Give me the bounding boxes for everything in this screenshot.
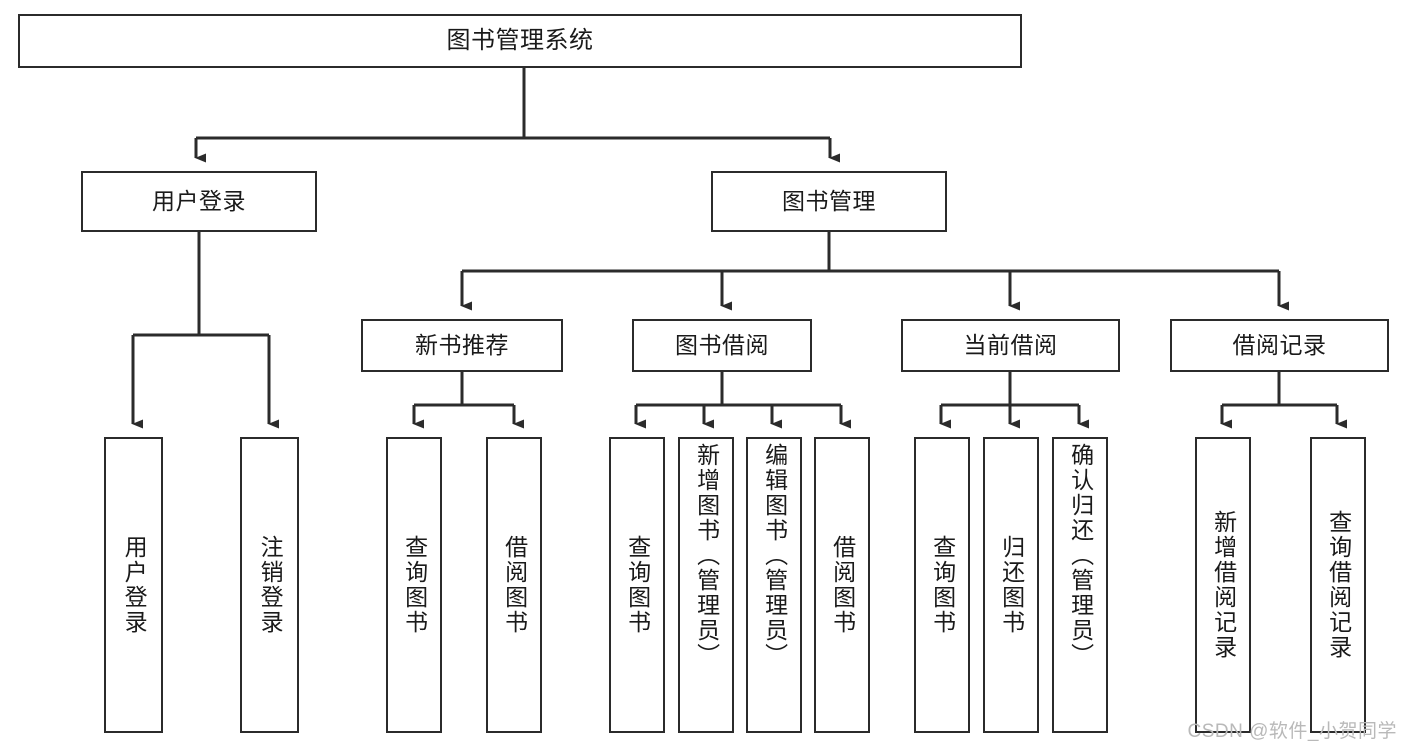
node-leaf-logout[interactable]: 注销登录	[240, 437, 299, 733]
node-leaf-user-login[interactable]: 用户登录	[104, 437, 163, 733]
node-user-login-label: 用户登录	[152, 187, 246, 214]
node-new-book-recommend-label: 新书推荐	[415, 331, 509, 358]
node-leaf-confirm-return-label: 确认归还（管理员）	[1067, 443, 1094, 668]
node-leaf-query-book-1-label: 查询图书	[401, 535, 428, 635]
node-leaf-borrow-book-2[interactable]: 借阅图书	[814, 437, 870, 733]
node-leaf-add-record[interactable]: 新增借阅记录	[1195, 437, 1251, 733]
node-leaf-edit-book-label: 编辑图书（管理员）	[761, 443, 788, 668]
node-leaf-logout-label: 注销登录	[257, 535, 284, 635]
node-book-management[interactable]: 图书管理	[711, 171, 947, 232]
node-leaf-confirm-return[interactable]: 确认归还（管理员）	[1052, 437, 1108, 733]
node-book-borrow[interactable]: 图书借阅	[632, 319, 812, 372]
node-book-borrow-label: 图书借阅	[675, 331, 769, 358]
node-leaf-query-record-label: 查询借阅记录	[1325, 510, 1352, 660]
node-borrow-record[interactable]: 借阅记录	[1170, 319, 1389, 372]
node-leaf-return-book-label: 归还图书	[998, 535, 1025, 635]
node-leaf-borrow-book-1-label: 借阅图书	[501, 535, 528, 635]
node-current-borrow[interactable]: 当前借阅	[901, 319, 1120, 372]
node-leaf-borrow-book-2-label: 借阅图书	[829, 535, 856, 635]
node-leaf-query-book-1[interactable]: 查询图书	[386, 437, 442, 733]
node-leaf-return-book[interactable]: 归还图书	[983, 437, 1039, 733]
node-user-login[interactable]: 用户登录	[81, 171, 317, 232]
node-leaf-add-book-label: 新增图书（管理员）	[693, 443, 720, 668]
node-root-system-label: 图书管理系统	[446, 26, 594, 54]
node-book-management-label: 图书管理	[782, 187, 876, 214]
watermark-text: CSDN @软件_小贺同学	[1187, 721, 1397, 742]
node-leaf-add-record-label: 新增借阅记录	[1210, 510, 1237, 660]
node-new-book-recommend[interactable]: 新书推荐	[361, 319, 563, 372]
node-leaf-query-book-2[interactable]: 查询图书	[609, 437, 665, 733]
node-borrow-record-label: 借阅记录	[1232, 331, 1327, 358]
node-leaf-user-login-label: 用户登录	[121, 535, 148, 635]
node-leaf-add-book[interactable]: 新增图书（管理员）	[678, 437, 734, 733]
node-root-system[interactable]: 图书管理系统	[18, 14, 1022, 68]
node-leaf-edit-book[interactable]: 编辑图书（管理员）	[746, 437, 802, 733]
node-leaf-query-book-3-label: 查询图书	[929, 535, 956, 635]
node-leaf-query-book-2-label: 查询图书	[624, 535, 651, 635]
node-leaf-query-book-3[interactable]: 查询图书	[914, 437, 970, 733]
node-leaf-query-record[interactable]: 查询借阅记录	[1310, 437, 1366, 733]
node-leaf-borrow-book-1[interactable]: 借阅图书	[486, 437, 542, 733]
node-current-borrow-label: 当前借阅	[963, 331, 1058, 358]
